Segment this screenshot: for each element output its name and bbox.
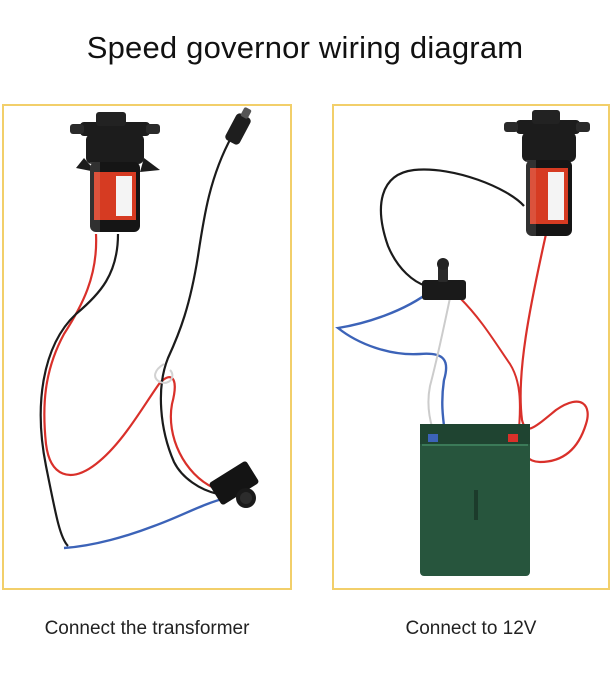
blue-wire (63, 496, 227, 550)
dc-plug (225, 107, 252, 145)
blue-wire (335, 289, 448, 443)
speed-controller (422, 258, 466, 300)
black-wire (379, 168, 525, 288)
speed-controller (209, 461, 259, 508)
red-wire (516, 233, 589, 464)
transformer-wiring-panel (2, 104, 292, 590)
battery-wiring-illustration (335, 110, 590, 576)
red-wire-from-controller (459, 297, 521, 441)
water-pump (504, 110, 590, 236)
transformer-wiring-illustration (39, 107, 259, 550)
black-wire-from-plug (159, 135, 233, 496)
battery-wiring-panel (332, 104, 610, 590)
battery-12v (420, 424, 530, 576)
black-wire (39, 233, 120, 547)
left-caption: Connect the transformer (44, 618, 250, 639)
white-wire (154, 363, 174, 384)
red-wire (43, 233, 215, 489)
right-caption: Connect to 12V (405, 618, 537, 639)
page-title: Speed governor wiring diagram (86, 30, 524, 65)
water-pump (70, 112, 160, 232)
